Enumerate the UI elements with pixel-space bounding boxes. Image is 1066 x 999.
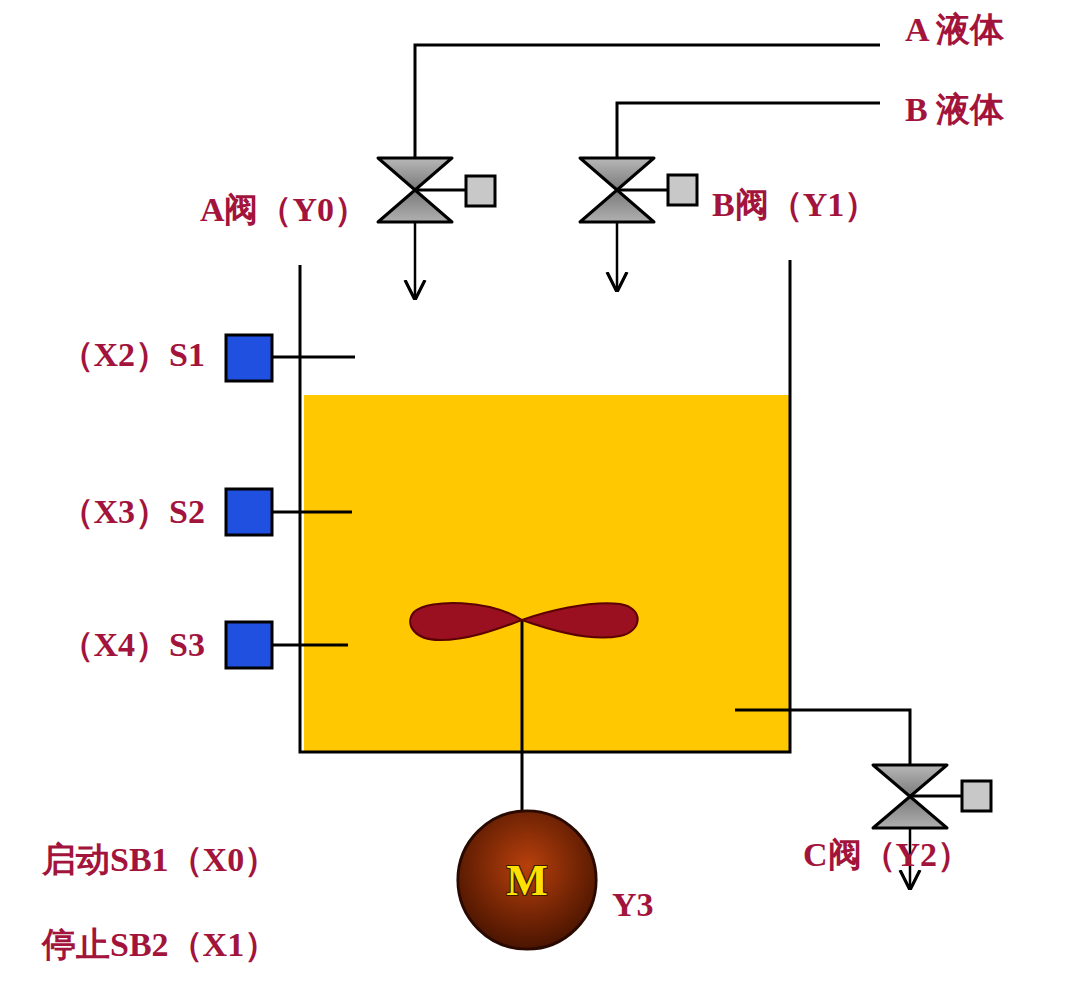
signal-label: （X4）S3 — [60, 626, 205, 663]
signal-label: A 液体 — [905, 11, 1004, 48]
liquid-fill — [304, 395, 790, 752]
valve-symbol — [378, 158, 495, 222]
valve-symbol — [873, 765, 991, 828]
signal-label: （X2）S1 — [60, 336, 205, 373]
signal-label: （X3）S2 — [60, 493, 205, 530]
impeller — [410, 603, 637, 640]
pipe-b — [617, 103, 880, 160]
signal-label: B阀（Y1） — [712, 186, 878, 223]
signal-label: C阀（Y2） — [803, 836, 971, 873]
level-sensor — [226, 489, 352, 535]
motor-letter: M — [455, 808, 599, 952]
level-sensor — [226, 335, 355, 381]
signal-label: A阀（Y0） — [200, 191, 368, 228]
signal-label: 停止SB2（X1） — [42, 926, 278, 963]
tank-wall — [300, 260, 790, 752]
shaft — [521, 620, 524, 810]
motor-circle: M — [455, 808, 599, 952]
pipe-a — [415, 45, 880, 160]
signal-label: B 液体 — [905, 91, 1004, 128]
signal-label: Y3 — [612, 886, 654, 923]
flow-arrow — [414, 220, 417, 298]
level-sensor — [226, 622, 348, 668]
signal-label: 启动SB1（X0） — [42, 841, 278, 878]
valve-symbol — [580, 158, 697, 222]
pipe-c — [735, 710, 910, 765]
flow-arrow — [616, 220, 619, 290]
